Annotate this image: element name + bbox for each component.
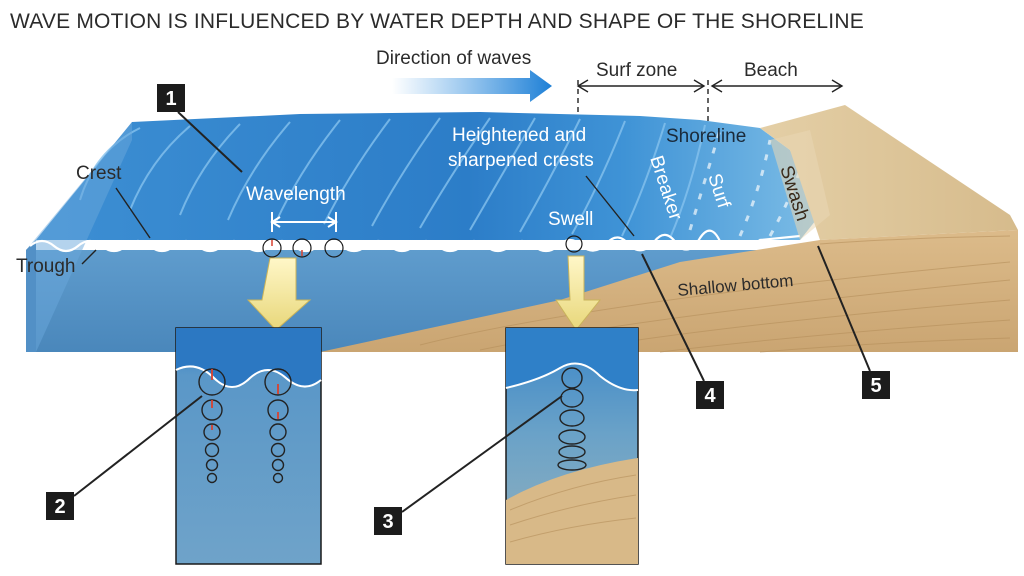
- svg-text:1: 1: [165, 88, 176, 110]
- crest-label: Crest: [76, 163, 122, 184]
- svg-text:4: 4: [704, 385, 716, 407]
- direction-label: Direction of waves: [376, 48, 531, 69]
- inset-shallow-water: [505, 327, 639, 565]
- trough-label: Trough: [16, 256, 76, 277]
- diagram-title: WAVE MOTION IS INFLUENCED BY WATER DEPTH…: [10, 10, 864, 33]
- shoreline-label: Shoreline: [666, 126, 746, 147]
- wavelength-label: Wavelength: [246, 184, 346, 205]
- surf-zone-dimension: [576, 79, 709, 125]
- surf-zone-label: Surf zone: [596, 60, 677, 81]
- heightened-label-line1: Heightened and: [452, 125, 586, 146]
- callout-badge-5: 5: [862, 371, 890, 399]
- callout-leader-1: [177, 111, 243, 173]
- callout-leader-4: [641, 253, 705, 382]
- pointer-to-inset-left: [246, 257, 312, 331]
- callout-badge-3: 3: [374, 507, 402, 535]
- trough-leader: [81, 249, 97, 265]
- callout-badge-2: 2: [46, 492, 74, 520]
- svg-text:2: 2: [54, 496, 65, 518]
- callout-leader-2: [73, 395, 203, 497]
- swell-circle: [565, 235, 583, 253]
- pointer-to-inset-right: [555, 255, 602, 331]
- direction-arrow: [392, 70, 552, 102]
- wavelength-arrow: [270, 212, 338, 232]
- beach-dimension: [710, 79, 844, 93]
- callout-leader-3: [401, 395, 563, 513]
- callout-leader-5: [817, 245, 871, 372]
- heightened-leader: [585, 175, 635, 237]
- inset-deep-water: [175, 327, 322, 565]
- beach-label: Beach: [744, 60, 798, 81]
- callout-badge-1: 1: [157, 84, 185, 112]
- orbit-circles-main: [262, 238, 344, 258]
- svg-text:5: 5: [870, 375, 881, 397]
- heightened-label-line2: sharpened crests: [448, 150, 594, 171]
- sand-beach: [320, 105, 1018, 353]
- crest-leader: [115, 187, 151, 239]
- callout-badge-4: 4: [696, 381, 724, 409]
- swell-label: Swell: [548, 209, 593, 230]
- svg-text:3: 3: [382, 511, 393, 533]
